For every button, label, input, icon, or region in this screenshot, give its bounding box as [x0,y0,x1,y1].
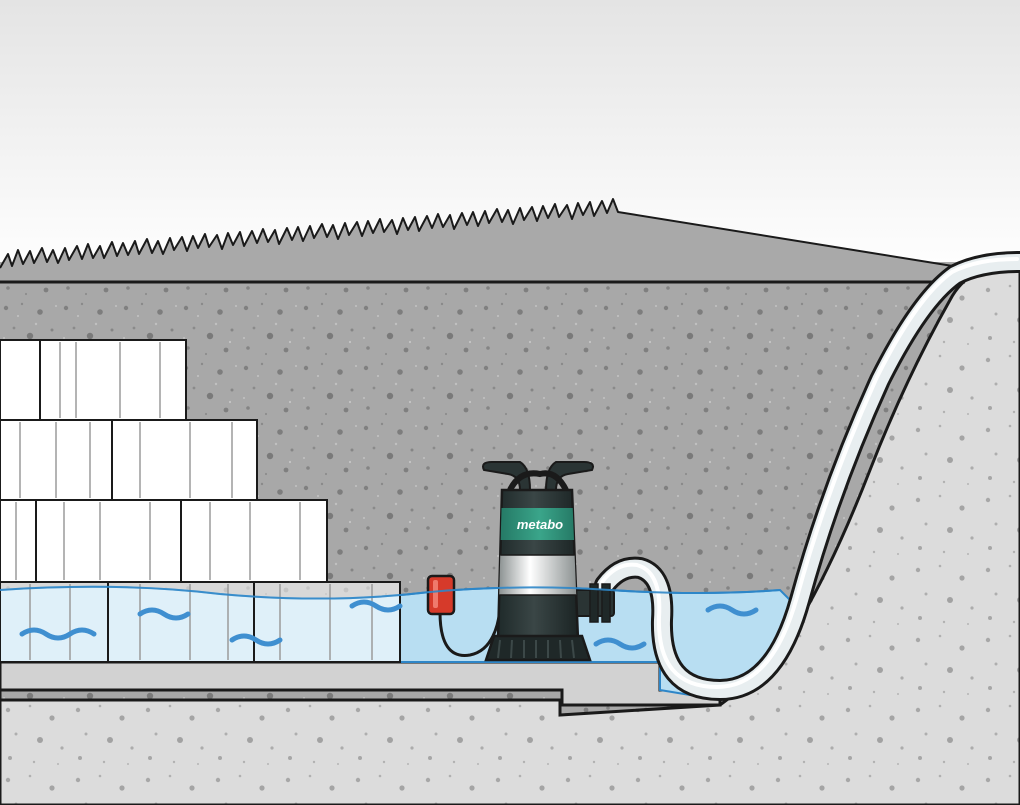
pump-brand-label: metabo [517,517,563,532]
submersible-pump: metabo [482,461,594,662]
water-waves [19,599,759,651]
grass-strip [0,198,966,284]
float-switch [426,574,456,616]
stacked-boxes [0,339,401,663]
box-stripes [15,342,373,660]
water-surface-line [0,585,781,600]
discharge-hose [594,251,1020,702]
